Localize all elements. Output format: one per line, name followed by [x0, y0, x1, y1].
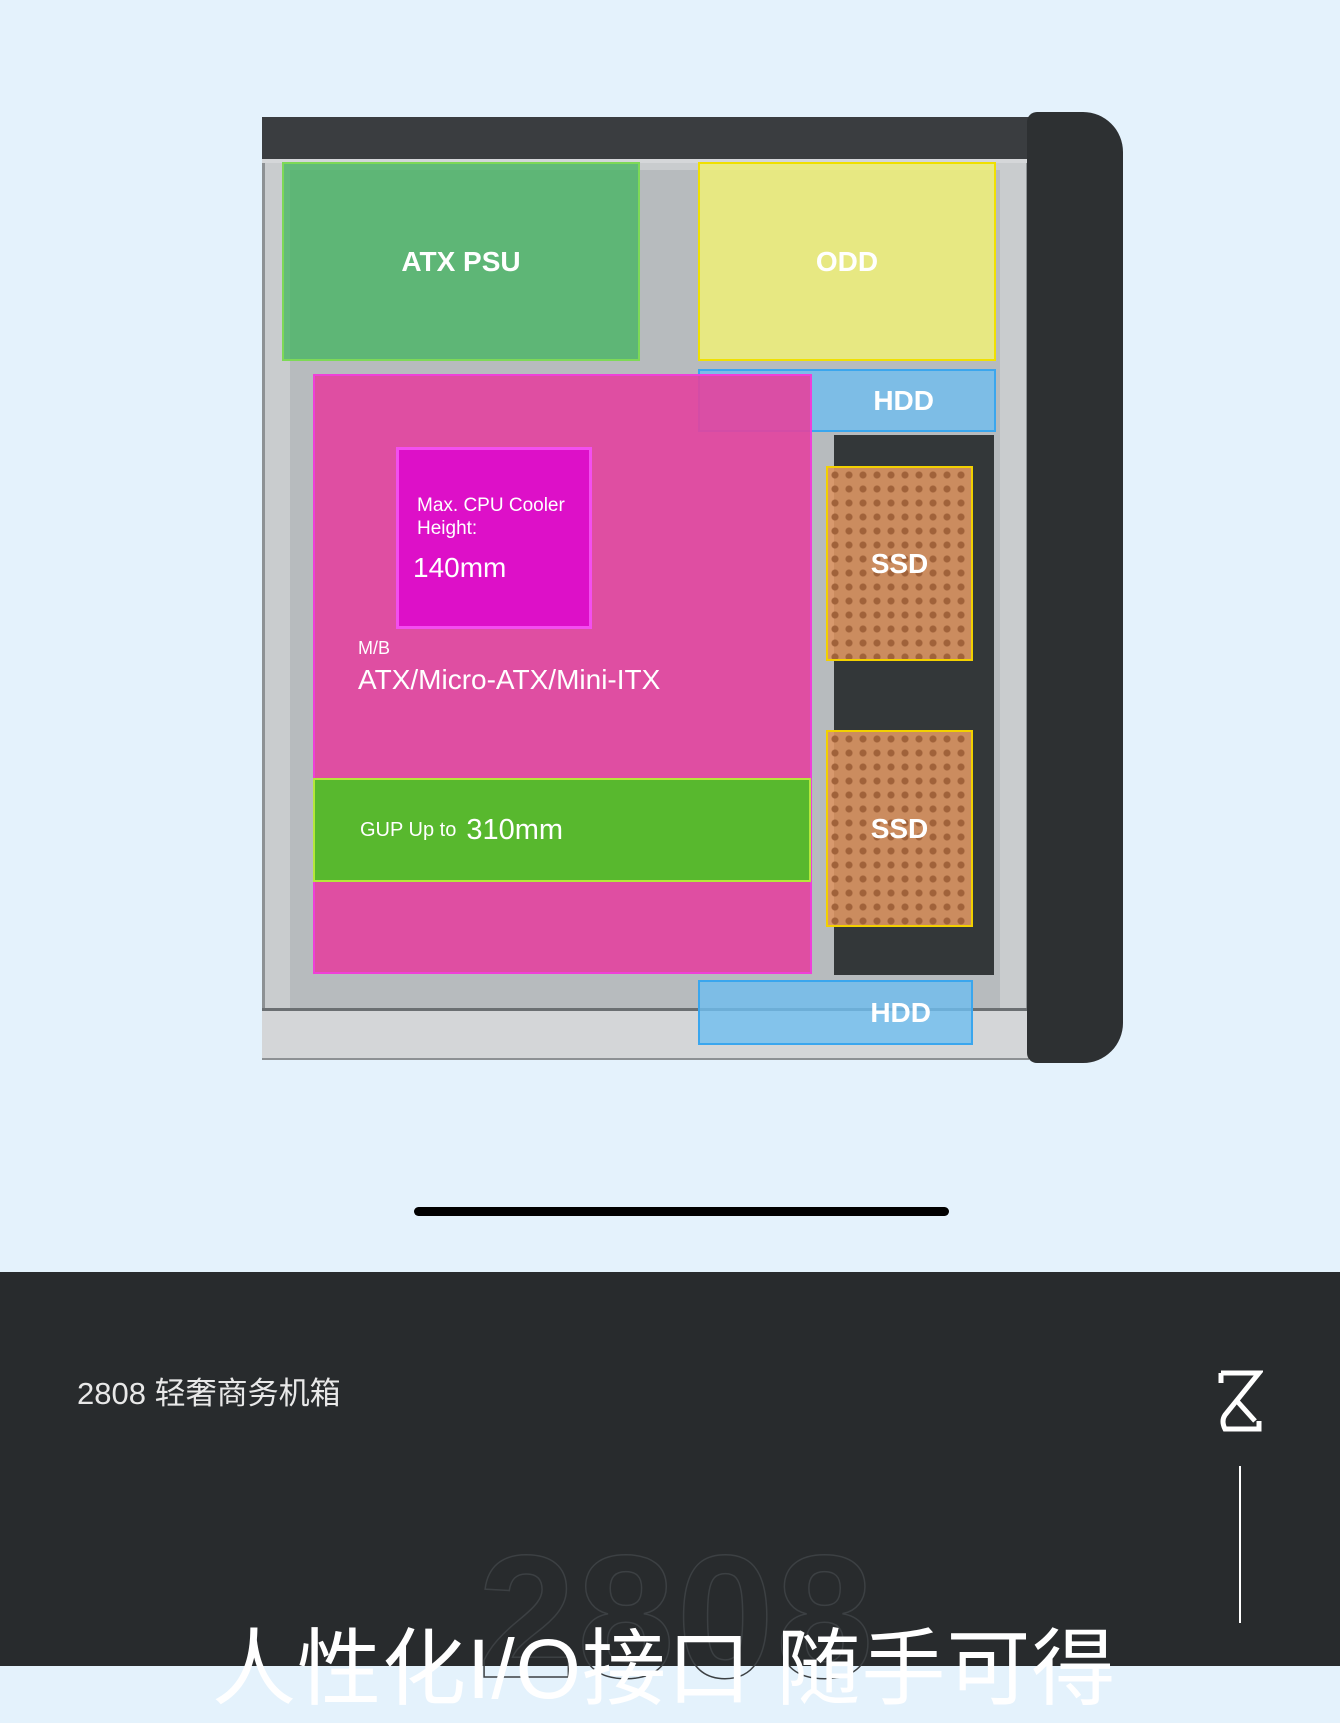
brand-logo-icon: [1217, 1369, 1265, 1435]
psu-zone: ATX PSU: [282, 162, 640, 361]
cpu-title: Max. CPU Cooler Height:: [417, 495, 565, 539]
mb-value: ATX/Micro-ATX/Mini-ITX: [358, 664, 661, 695]
psu-label: ATX PSU: [401, 245, 521, 277]
hdd-bottom-label: HDD: [870, 996, 931, 1028]
cpu-cooler-zone: Max. CPU Cooler Height: 140mm: [396, 447, 592, 629]
divider-line: [1239, 1466, 1241, 1623]
case-front-panel: [1027, 112, 1123, 1063]
headline: 人性化I/O接口 随手可得: [212, 1622, 1117, 1716]
odd-zone: ODD: [698, 162, 996, 361]
odd-label: ODD: [815, 245, 879, 277]
ssd-zone-1: SSD: [826, 466, 973, 661]
home-indicator[interactable]: [414, 1207, 949, 1216]
gpu-zone: GUP Up to 310mm: [313, 778, 811, 882]
cpu-value: 140mm: [413, 552, 507, 583]
ssd2-label: SSD: [870, 812, 929, 844]
case-top-panel: [262, 117, 1029, 163]
hdd-top-label: HDD: [873, 384, 934, 416]
hdd-bottom-zone: HDD: [698, 980, 973, 1045]
footer-section: 2808 轻奢商务机箱 2808 人性化I/O接口 随手可得: [0, 1272, 1340, 1716]
subtitle: 2808 轻奢商务机箱: [77, 1376, 341, 1411]
ssd-zone-2: SSD: [826, 730, 973, 927]
gpu-prefix: GUP Up to: [360, 818, 457, 841]
gpu-value: 310mm: [466, 813, 564, 846]
ssd1-label: SSD: [870, 547, 929, 579]
mb-prefix: M/B: [358, 638, 391, 658]
